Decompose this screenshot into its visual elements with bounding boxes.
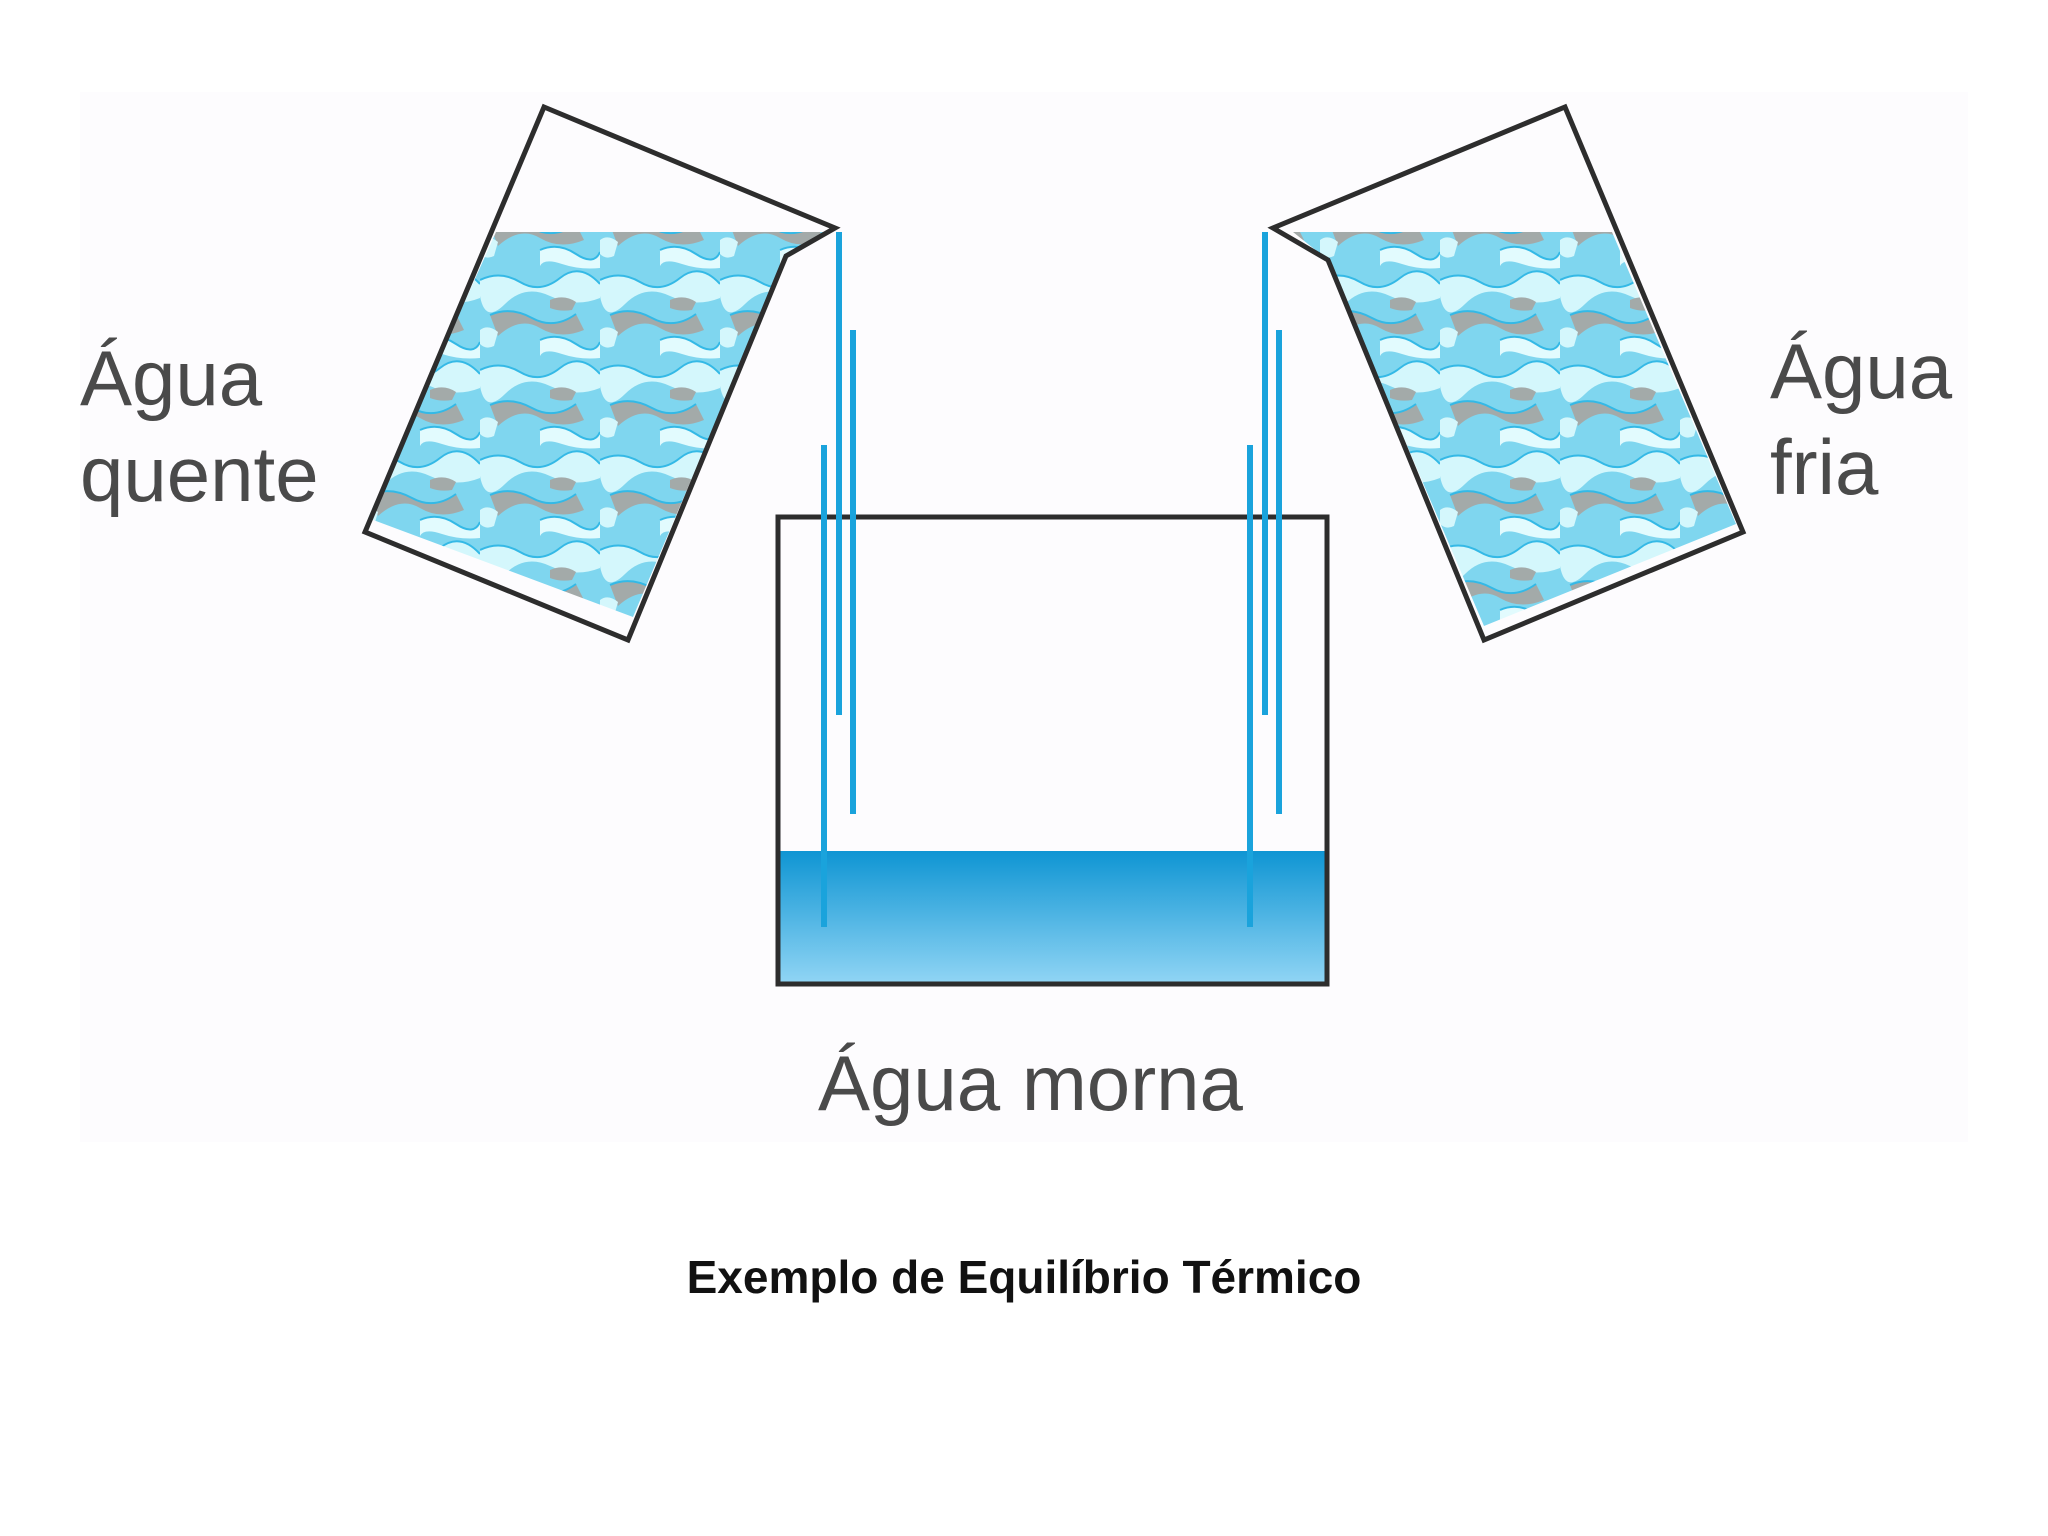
hot-beaker-outline (361, 103, 841, 644)
warm-water-container (775, 514, 1330, 987)
warm-water-fill (778, 851, 1326, 982)
cold-water-label-line1: Água (1770, 327, 1953, 415)
hot-water-label-line2: quente (80, 430, 319, 518)
hot-water-streams (821, 232, 856, 927)
diagram-caption: Exemplo de Equilíbrio Térmico (686, 1251, 1362, 1303)
cold-water-fill (1293, 232, 1736, 626)
hot-water-label-line1: Água (80, 334, 263, 422)
cold-water-beaker (1267, 103, 1747, 644)
warm-container-outline (775, 514, 1330, 987)
hot-water-fill (368, 232, 826, 617)
warm-water-label: Água morna (818, 1039, 1243, 1127)
cold-water-streams (1247, 232, 1282, 927)
cold-water-label-line2: fria (1770, 423, 1879, 511)
hot-water-label: Água quente (80, 330, 319, 522)
hot-water-beaker (361, 103, 841, 644)
cold-beaker-outline (1267, 103, 1747, 644)
cold-water-label: Água fria (1770, 323, 1952, 515)
